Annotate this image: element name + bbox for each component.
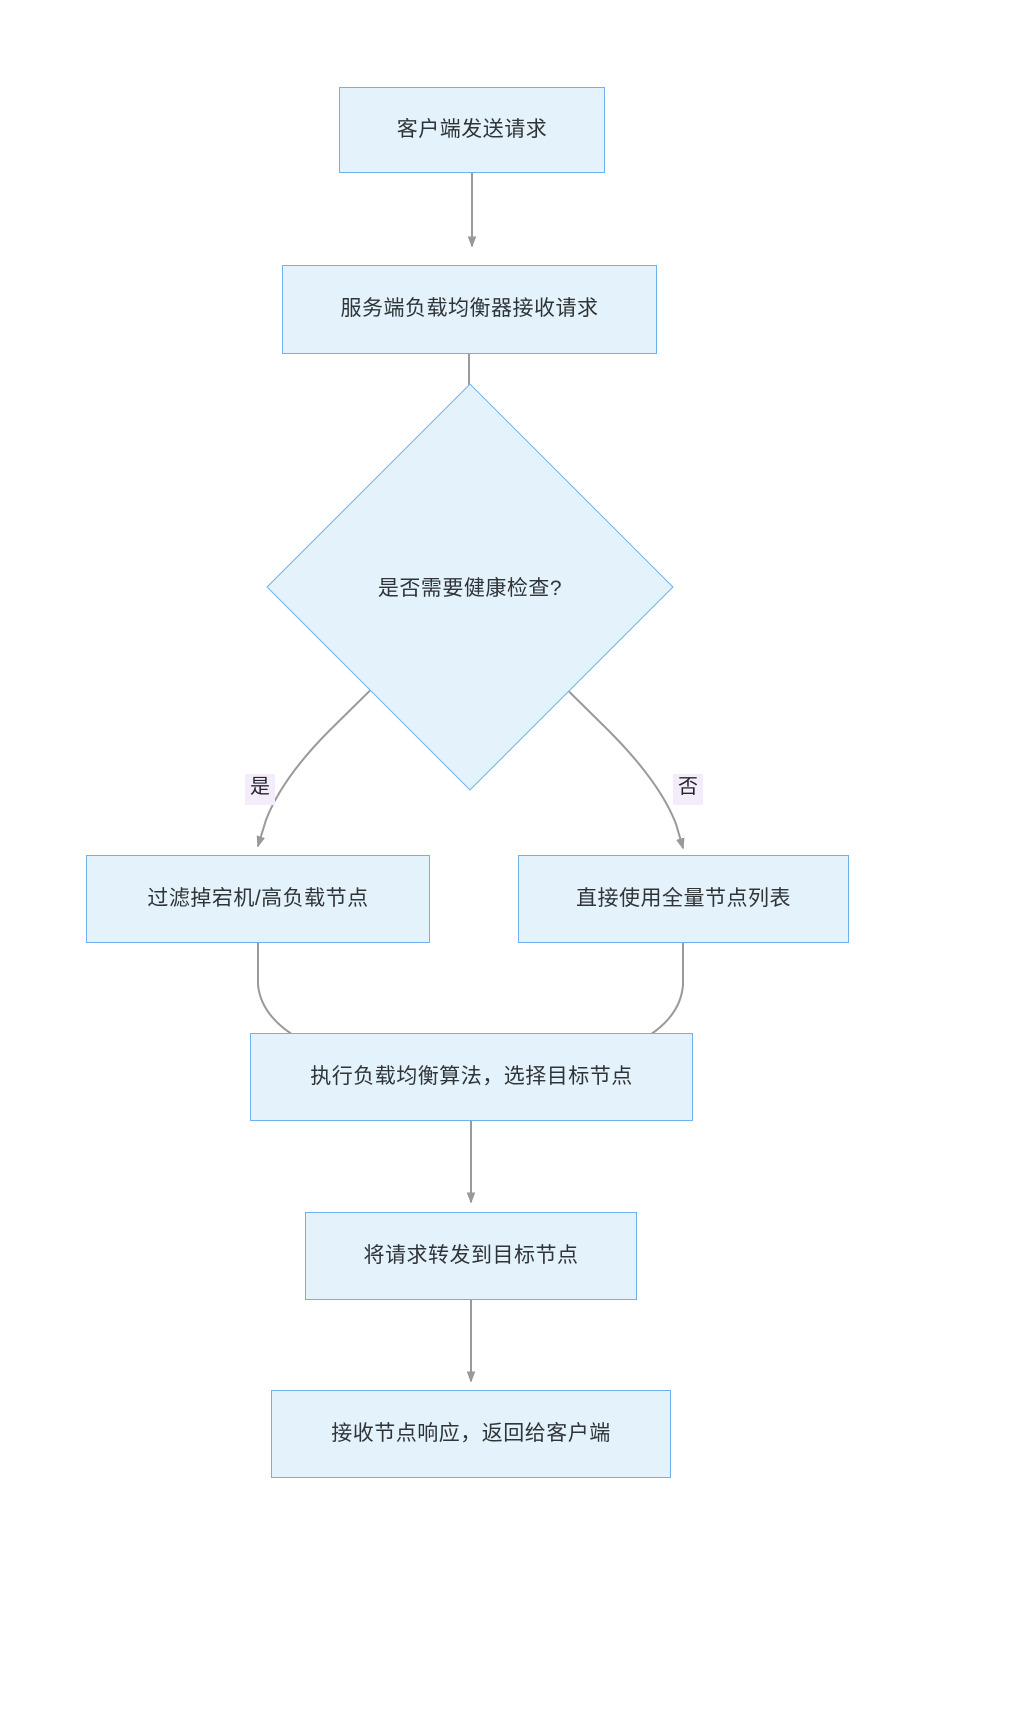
node-client-send-request[interactable]: 客户端发送请求: [339, 87, 605, 173]
node-label: 是否需要健康检查?: [377, 577, 563, 600]
node-label: 客户端发送请求: [396, 117, 548, 141]
node-health-check-decision[interactable]: 是否需要健康检查?: [266, 383, 674, 791]
node-label: 执行负载均衡算法，选择目标节点: [310, 1064, 633, 1088]
node-label: 将请求转发到目标节点: [363, 1243, 579, 1267]
edge-n3-n5-no: [535, 658, 683, 848]
edge-label-no: 否: [673, 774, 703, 805]
node-forward-request[interactable]: 将请求转发到目标节点: [305, 1212, 637, 1300]
node-return-response[interactable]: 接收节点响应，返回给客户端: [271, 1390, 671, 1478]
node-use-all-nodes[interactable]: 直接使用全量节点列表: [518, 855, 849, 943]
node-label: 接收节点响应，返回给客户端: [331, 1421, 611, 1445]
node-label: 过滤掉宕机/高负载节点: [147, 886, 369, 910]
edge-n3-n4-yes: [258, 658, 403, 846]
node-run-lb-algorithm[interactable]: 执行负载均衡算法，选择目标节点: [250, 1033, 693, 1121]
node-label: 服务端负载均衡器接收请求: [340, 297, 599, 321]
node-lb-receive-request[interactable]: 服务端负载均衡器接收请求: [282, 265, 657, 354]
edge-label-yes: 是: [245, 774, 275, 805]
node-label: 直接使用全量节点列表: [576, 886, 791, 910]
node-filter-unhealthy-nodes[interactable]: 过滤掉宕机/高负载节点: [86, 855, 430, 943]
